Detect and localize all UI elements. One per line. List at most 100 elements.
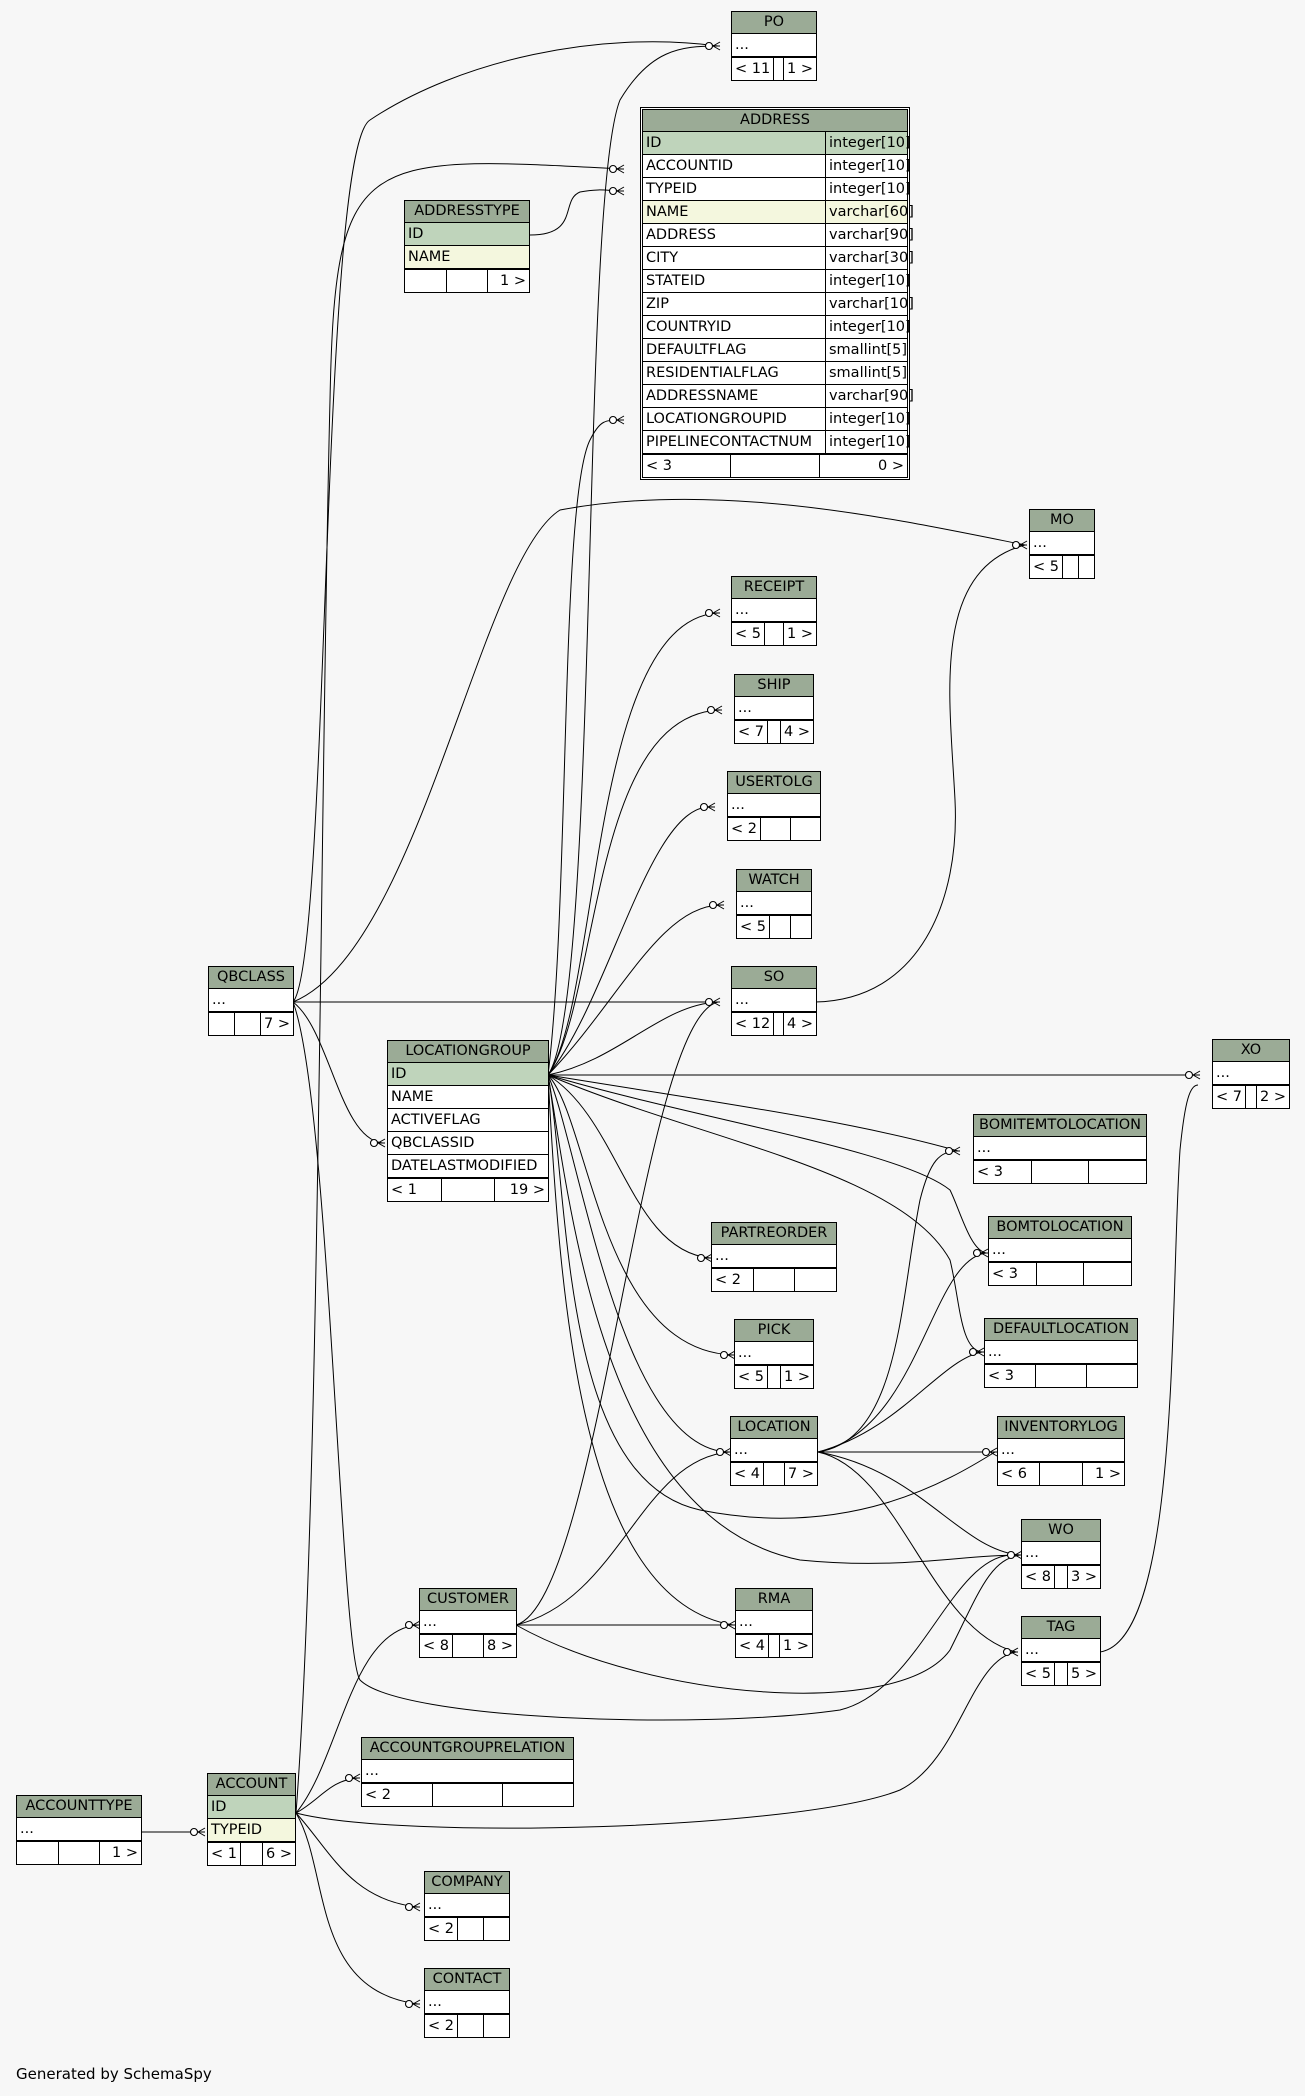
- column-row[interactable]: DATELASTMODIFIED: [388, 1155, 548, 1178]
- child-count[interactable]: [790, 818, 820, 840]
- column-row[interactable]: ...: [1213, 1062, 1289, 1085]
- child-count[interactable]: 3 >: [1067, 1566, 1100, 1588]
- column-row[interactable]: ...: [998, 1439, 1124, 1462]
- column-row[interactable]: ...: [1022, 1639, 1100, 1662]
- column-row[interactable]: ...: [728, 794, 820, 817]
- child-count[interactable]: [1086, 1365, 1137, 1387]
- column-row[interactable]: ...: [732, 34, 816, 57]
- child-count[interactable]: 8 >: [483, 1635, 516, 1657]
- child-count[interactable]: 2 >: [1256, 1086, 1289, 1108]
- parent-count[interactable]: < 4: [734, 1466, 760, 1482]
- child-count[interactable]: 1 >: [783, 623, 816, 645]
- parent-count[interactable]: [405, 270, 446, 292]
- table-accountgrouprelation[interactable]: ACCOUNTGROUPRELATION...< 2: [361, 1737, 574, 1807]
- parent-count[interactable]: < 3: [977, 1164, 1003, 1180]
- child-count[interactable]: [1088, 1161, 1146, 1183]
- column-row[interactable]: ID: [405, 223, 529, 246]
- child-count[interactable]: [483, 2015, 509, 2037]
- column-row[interactable]: ...: [735, 1342, 813, 1365]
- parent-count[interactable]: < 3: [988, 1368, 1014, 1384]
- parent-count[interactable]: < 5: [735, 626, 761, 642]
- child-count[interactable]: 0 >: [818, 455, 907, 477]
- child-count[interactable]: [794, 1269, 836, 1291]
- child-count[interactable]: 1 >: [779, 1635, 812, 1657]
- child-count[interactable]: [483, 1918, 509, 1940]
- parent-count[interactable]: < 5: [740, 919, 766, 935]
- table-accounttype[interactable]: ACCOUNTTYPE...1 >: [16, 1795, 142, 1865]
- child-count[interactable]: 1 >: [487, 270, 529, 292]
- table-defaultlocation[interactable]: DEFAULTLOCATION...< 3: [984, 1318, 1138, 1388]
- parent-count[interactable]: < 5: [1025, 1666, 1051, 1682]
- table-bomtolocation[interactable]: BOMTOLOCATION...< 3: [988, 1216, 1132, 1286]
- column-row[interactable]: ...: [362, 1760, 573, 1783]
- child-count[interactable]: [790, 916, 811, 938]
- parent-count[interactable]: < 2: [428, 1921, 454, 1937]
- column-row[interactable]: ...: [209, 989, 293, 1012]
- table-qbclass[interactable]: QBCLASS...7 >: [208, 966, 294, 1036]
- parent-count[interactable]: < 1: [211, 1846, 237, 1862]
- parent-count[interactable]: < 3: [646, 458, 672, 474]
- column-row[interactable]: NAME: [388, 1086, 548, 1109]
- parent-count[interactable]: < 7: [738, 724, 764, 740]
- parent-count[interactable]: < 8: [423, 1638, 449, 1654]
- parent-count[interactable]: < 2: [731, 821, 757, 837]
- parent-count[interactable]: < 5: [1033, 559, 1059, 575]
- parent-count[interactable]: < 6: [1001, 1466, 1027, 1482]
- column-row[interactable]: TYPEID: [208, 1819, 295, 1842]
- column-row[interactable]: ID: [388, 1063, 548, 1086]
- table-company[interactable]: COMPANY...< 2: [424, 1871, 510, 1941]
- column-row[interactable]: ...: [425, 1991, 509, 2014]
- column-row[interactable]: ...: [712, 1245, 836, 1268]
- column-row[interactable]: ...: [731, 1439, 817, 1462]
- parent-count[interactable]: < 4: [739, 1638, 765, 1654]
- child-count[interactable]: 1 >: [99, 1842, 141, 1864]
- parent-count[interactable]: < 12: [735, 1016, 771, 1032]
- column-row[interactable]: ...: [974, 1137, 1146, 1160]
- column-row[interactable]: ACTIVEFLAG: [388, 1109, 548, 1132]
- column-row[interactable]: ...: [420, 1611, 516, 1634]
- column-row[interactable]: ...: [985, 1341, 1137, 1364]
- parent-count[interactable]: < 8: [1025, 1569, 1051, 1585]
- table-mo[interactable]: MO...< 5: [1029, 509, 1095, 579]
- child-count[interactable]: 1 >: [780, 1366, 813, 1388]
- column-row[interactable]: ID: [208, 1796, 295, 1819]
- parent-count[interactable]: < 2: [365, 1787, 391, 1803]
- child-count[interactable]: 1 >: [783, 58, 816, 80]
- child-count[interactable]: [502, 1784, 573, 1806]
- table-usertolg[interactable]: USERTOLG...< 2: [727, 771, 821, 841]
- child-count[interactable]: 1 >: [1081, 1463, 1124, 1485]
- child-count[interactable]: 19 >: [494, 1179, 548, 1201]
- child-count[interactable]: 4 >: [783, 1013, 816, 1035]
- table-partreorder[interactable]: PARTREORDER...< 2: [711, 1222, 837, 1292]
- column-row[interactable]: ...: [735, 697, 813, 720]
- parent-count[interactable]: < 1: [391, 1182, 417, 1198]
- table-bomitemtolocation[interactable]: BOMITEMTOLOCATION...< 3: [973, 1114, 1147, 1184]
- child-count[interactable]: 7 >: [784, 1463, 817, 1485]
